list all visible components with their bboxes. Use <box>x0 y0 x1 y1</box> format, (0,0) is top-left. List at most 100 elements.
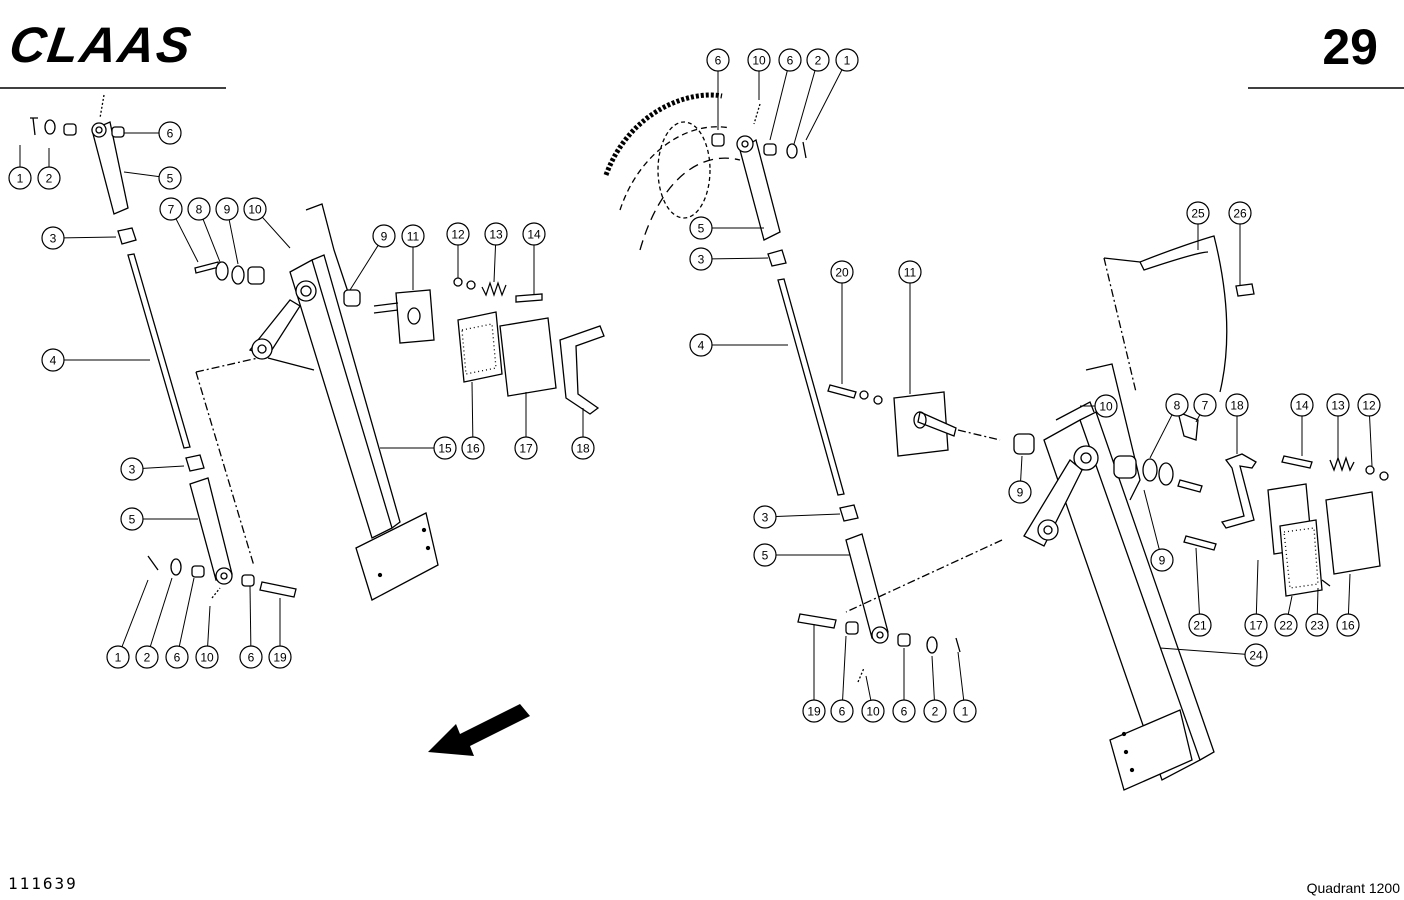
right-callout-6: 6 <box>769 48 802 141</box>
right-callout-8: 8 <box>1149 393 1189 459</box>
callout-circle <box>158 121 182 145</box>
leader-line <box>931 655 935 701</box>
leader-line <box>149 577 173 647</box>
callout-number: 17 <box>519 442 533 456</box>
right-callout-3: 3 <box>689 247 769 271</box>
right-callout-9: 9 <box>1008 455 1032 504</box>
callout-circle <box>689 216 713 240</box>
callout-circle <box>689 333 713 357</box>
callout-circle <box>215 197 239 221</box>
callout-circle <box>571 436 595 460</box>
callout-circle <box>484 222 508 246</box>
callout-circle <box>1193 393 1217 417</box>
callout-number: 8 <box>1174 399 1181 413</box>
right-callout-22: 22 <box>1274 595 1298 637</box>
leader-line <box>775 513 841 518</box>
callout-circle <box>159 197 183 221</box>
left-callout-2: 2 <box>135 577 173 669</box>
page-number: 29 <box>1322 19 1378 75</box>
leader-line <box>142 465 185 469</box>
leader-line <box>1195 414 1201 423</box>
callout-number: 7 <box>1202 399 1209 413</box>
leader-line <box>1287 595 1293 615</box>
callout-number: 16 <box>466 442 480 456</box>
callout-number: 10 <box>200 651 214 665</box>
callout-circle <box>1186 201 1210 225</box>
callout-number: 10 <box>248 203 262 217</box>
left-callout-12: 12 <box>446 222 470 278</box>
callout-circle <box>120 457 144 481</box>
callout-number: 19 <box>273 651 287 665</box>
right-callout-10: 10 <box>1080 394 1118 418</box>
left-callout-15: 15 <box>380 436 457 460</box>
callout-number: 5 <box>129 513 136 527</box>
leader-line <box>1149 414 1173 459</box>
callout-number: 6 <box>901 705 908 719</box>
callout-number: 2 <box>46 172 53 186</box>
callout-circle <box>747 48 771 72</box>
callout-circle <box>1244 613 1268 637</box>
callout-circle <box>514 436 538 460</box>
left-callout-1: 1 <box>106 579 149 669</box>
left-callout-6: 6 <box>239 585 263 669</box>
leader-line <box>957 651 965 701</box>
leader-line <box>207 605 211 647</box>
callout-number: 25 <box>1191 207 1205 221</box>
right-callout-2: 2 <box>793 48 830 145</box>
callout-circle <box>1150 548 1174 572</box>
callout-circle <box>1094 394 1118 418</box>
left-callout-3: 3 <box>120 457 185 481</box>
leader-line <box>842 635 847 701</box>
left-assembly <box>30 94 605 601</box>
callout-number: 1 <box>115 651 122 665</box>
callout-circle <box>433 436 457 460</box>
right-callout-4: 4 <box>689 333 788 357</box>
callout-circle <box>243 197 267 221</box>
right-callout-24: 24 <box>1159 643 1268 667</box>
left-callout-9: 9 <box>215 197 239 265</box>
callout-circle <box>106 645 130 669</box>
callout-circle <box>461 436 485 460</box>
right-callout-18: 18 <box>1225 393 1249 454</box>
leader-line <box>249 585 252 647</box>
callout-circle <box>187 197 211 221</box>
callout-circle <box>1008 480 1032 504</box>
right-callout-23: 23 <box>1305 587 1329 637</box>
left-callout-10: 10 <box>195 605 219 669</box>
leader-line <box>1255 559 1259 615</box>
left-callout-6: 6 <box>124 121 182 145</box>
right-callout-3: 3 <box>753 505 841 529</box>
left-callout-8: 8 <box>187 197 221 263</box>
callout-circle <box>923 699 947 723</box>
callout-number: 6 <box>248 651 255 665</box>
callout-circle <box>158 166 182 190</box>
callout-circle <box>41 348 65 372</box>
callout-number: 21 <box>1193 619 1207 633</box>
right-callout-21: 21 <box>1188 547 1212 637</box>
callout-circle <box>1188 613 1212 637</box>
callout-number: 22 <box>1279 619 1293 633</box>
callout-number: 24 <box>1249 649 1263 663</box>
left-callout-1: 1 <box>8 145 32 190</box>
left-callout-14: 14 <box>522 222 546 294</box>
callout-circle <box>802 699 826 723</box>
callout-number: 2 <box>815 54 822 68</box>
callout-circle <box>195 645 219 669</box>
left-callout-5: 5 <box>123 166 182 190</box>
right-callout-25: 25 <box>1186 201 1210 250</box>
callout-number: 3 <box>129 463 136 477</box>
callout-circle <box>753 505 777 529</box>
leader-line <box>711 257 769 260</box>
drawing-number: 111639 <box>8 874 78 893</box>
callout-circle <box>1274 613 1298 637</box>
callout-circle <box>778 48 802 72</box>
leader-line <box>63 236 117 239</box>
callout-number: 9 <box>1159 554 1166 568</box>
callout-circle <box>372 224 396 248</box>
callout-circle <box>706 48 730 72</box>
callout-circle <box>898 260 922 284</box>
left-callout-4: 4 <box>41 348 150 372</box>
callout-number: 17 <box>1249 619 1263 633</box>
callout-number: 13 <box>489 228 503 242</box>
